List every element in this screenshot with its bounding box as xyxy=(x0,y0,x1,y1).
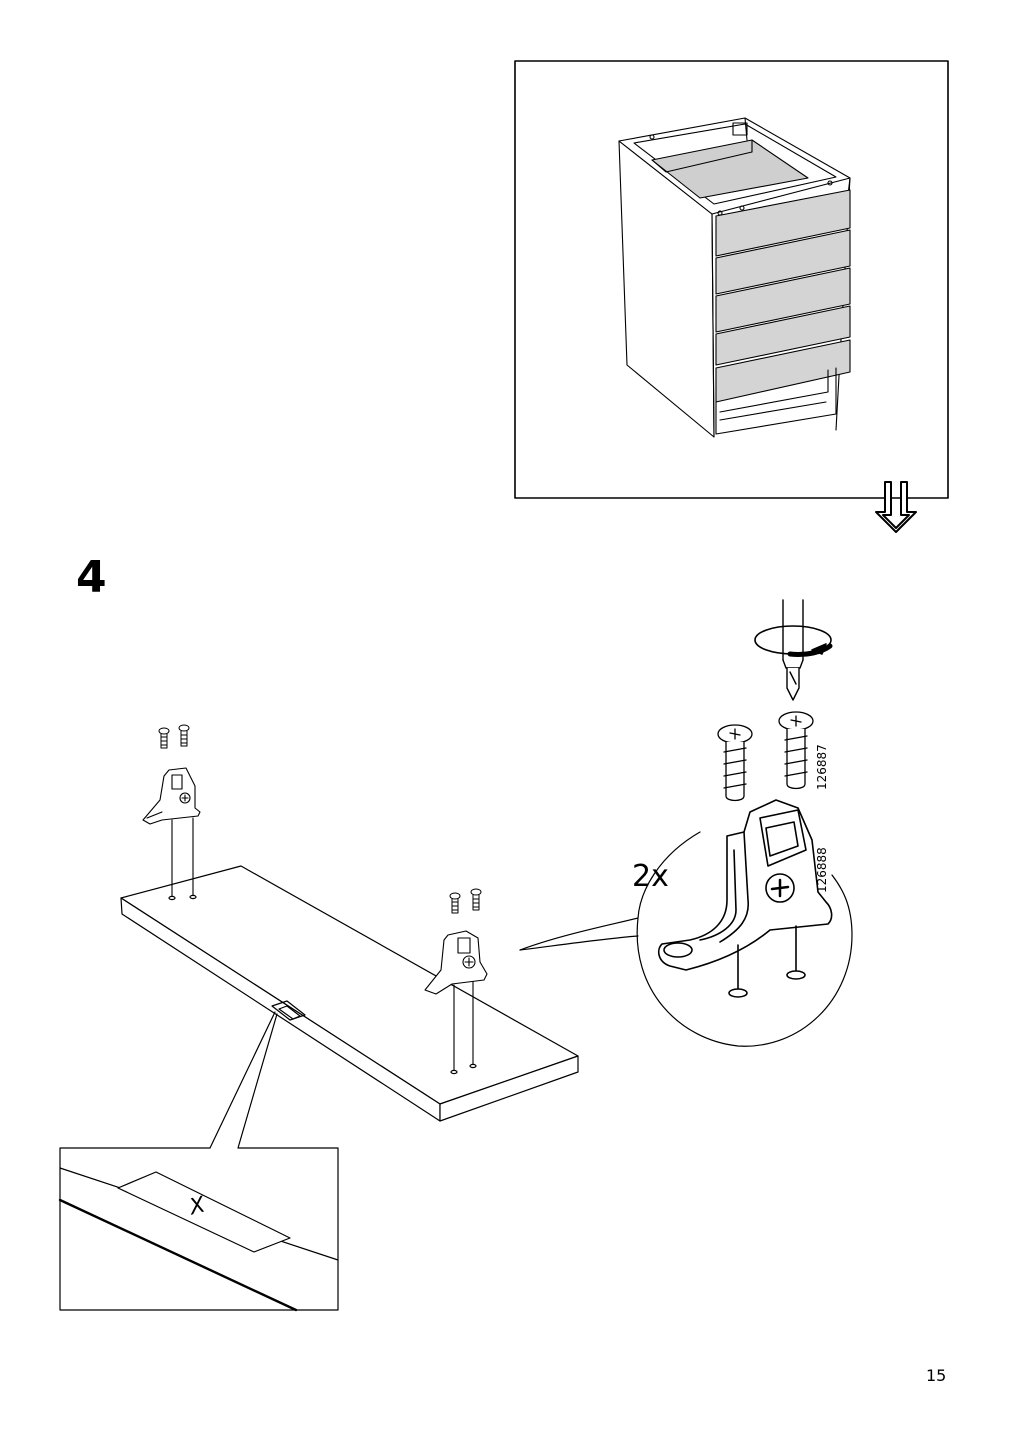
detail-callout xyxy=(519,831,853,1047)
overview-frame xyxy=(514,60,949,499)
quantity-label: 2x xyxy=(632,859,669,894)
screws-right xyxy=(449,888,482,914)
screws-left xyxy=(158,724,190,749)
bracket-detail xyxy=(657,799,833,998)
shelf-panel xyxy=(120,865,579,1122)
bracket-left xyxy=(142,767,201,897)
step-number: 4 xyxy=(76,552,107,603)
next-step-arrow-icon xyxy=(875,481,917,533)
bracket-right xyxy=(424,930,488,1071)
bracket-part-code: 126888 xyxy=(815,847,829,893)
page-number: 15 xyxy=(926,1366,947,1385)
screws-detail xyxy=(717,711,814,802)
cabinet-drawing xyxy=(618,117,851,438)
screwdriver-icon xyxy=(782,599,804,701)
zoom-inset xyxy=(58,1011,339,1312)
screw-part-code: 126887 xyxy=(815,744,829,790)
rotate-arrow-icon xyxy=(754,625,833,657)
